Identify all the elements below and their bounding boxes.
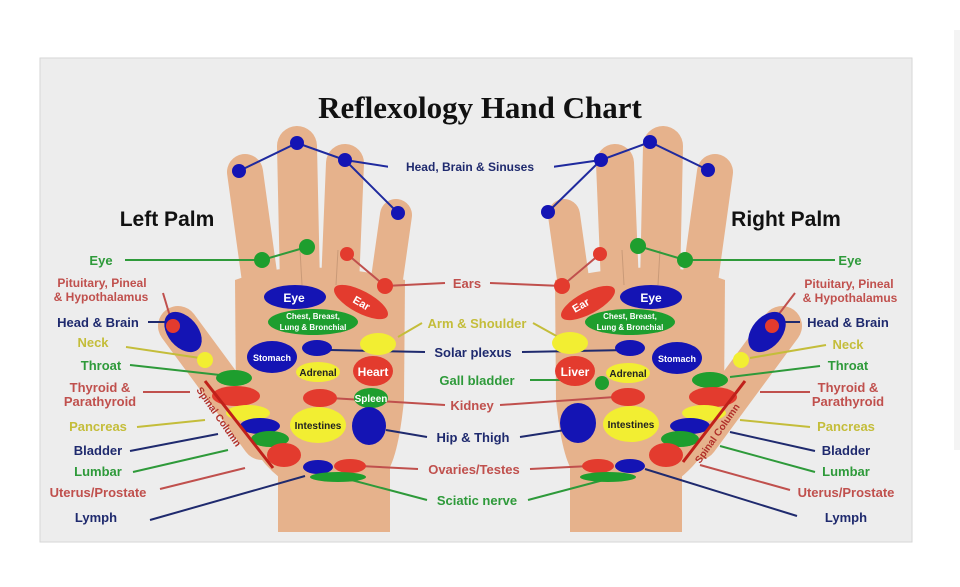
label-sciatic-nerve: Sciatic nerve	[437, 493, 517, 508]
label-pancreas: Pancreas	[817, 419, 875, 434]
label-head-brain: Head & Brain	[807, 315, 889, 330]
zone-chest-line1: Chest, Breast,	[286, 312, 340, 321]
label-connectors	[125, 245, 835, 521]
zone-chest-line2: Lung & Bronchial	[280, 323, 347, 332]
label-pancreas: Pancreas	[69, 419, 127, 434]
label-neck: Neck	[77, 335, 109, 350]
zone-chest-line1: Chest, Breast,	[603, 312, 657, 321]
chart-panel	[39, 57, 913, 543]
chart-title: Reflexology Hand Chart	[318, 90, 642, 125]
zone-intestines: Intestines	[295, 421, 342, 432]
zone-eye: Eye	[283, 291, 305, 305]
fingertip-points	[232, 135, 715, 220]
right-palm-heading: Right Palm	[731, 208, 841, 231]
label-lymph: Lymph	[75, 510, 117, 525]
label-ears: Ears	[453, 276, 481, 291]
label-pituitary-line1: Pituitary, Pineal	[57, 276, 146, 290]
label-kidney: Kidney	[450, 398, 494, 413]
label-gall-bladder: Gall bladder	[439, 373, 514, 388]
left-side-labels: Eye Pituitary, Pineal & Hypothalamus Hea…	[50, 253, 149, 525]
label-bladder: Bladder	[822, 443, 870, 458]
label-head-brain: Head & Brain	[57, 315, 139, 330]
head-brain-sinuses-connectors	[238, 140, 709, 214]
label-thyroid-line1: Thyroid &	[70, 380, 131, 395]
label-eye: Eye	[838, 253, 861, 268]
zone-adrenal: Adrenal	[609, 369, 646, 380]
left-hand-zones: Spinal Column Eye Ear Chest, Breast, Lun…	[164, 239, 396, 482]
label-uterus-prostate: Uterus/Prostate	[50, 485, 147, 500]
left-palm-heading: Left Palm	[120, 208, 215, 231]
label-thyroid-line1: Thyroid &	[818, 380, 879, 395]
zone-intestines: Intestines	[608, 420, 655, 431]
label-thyroid-line2: Parathyroid	[64, 394, 136, 409]
label-uterus-prostate: Uterus/Prostate	[798, 485, 895, 500]
label-bladder: Bladder	[74, 443, 122, 458]
zone-spleen: Spleen	[355, 394, 388, 405]
zone-adrenal: Adrenal	[299, 368, 336, 379]
label-pituitary-line2: & Hypothalamus	[54, 290, 149, 304]
label-thyroid-line2: Parathyroid	[812, 394, 884, 409]
label-lumbar: Lumbar	[822, 464, 870, 479]
label-lymph: Lymph	[825, 510, 867, 525]
zone-liver: Liver	[561, 365, 590, 379]
zone-stomach: Stomach	[253, 353, 291, 363]
label-pituitary-line1: Pituitary, Pineal	[804, 277, 893, 291]
label-ovaries-testes: Ovaries/Testes	[428, 462, 520, 477]
label-hip-thigh: Hip & Thigh	[437, 430, 510, 445]
label-throat: Throat	[828, 358, 869, 373]
label-lumbar: Lumbar	[74, 464, 122, 479]
label-pituitary-line2: & Hypothalamus	[803, 291, 898, 305]
center-labels: Head, Brain & Sinuses Ears Arm & Shoulde…	[388, 156, 554, 508]
zone-eye: Eye	[640, 291, 662, 305]
label-throat: Throat	[81, 358, 122, 373]
label-eye: Eye	[89, 253, 112, 268]
zone-heart: Heart	[358, 365, 389, 379]
label-arm-shoulder: Arm & Shoulder	[428, 316, 527, 331]
label-neck: Neck	[832, 337, 864, 352]
label-head-brain-sinuses: Head, Brain & Sinuses	[406, 160, 534, 174]
label-solar-plexus: Solar plexus	[434, 345, 511, 360]
zone-chest-line2: Lung & Bronchial	[597, 323, 664, 332]
right-side-labels: Eye Pituitary, Pineal & Hypothalamus Hea…	[798, 253, 898, 525]
zone-stomach: Stomach	[658, 354, 696, 364]
